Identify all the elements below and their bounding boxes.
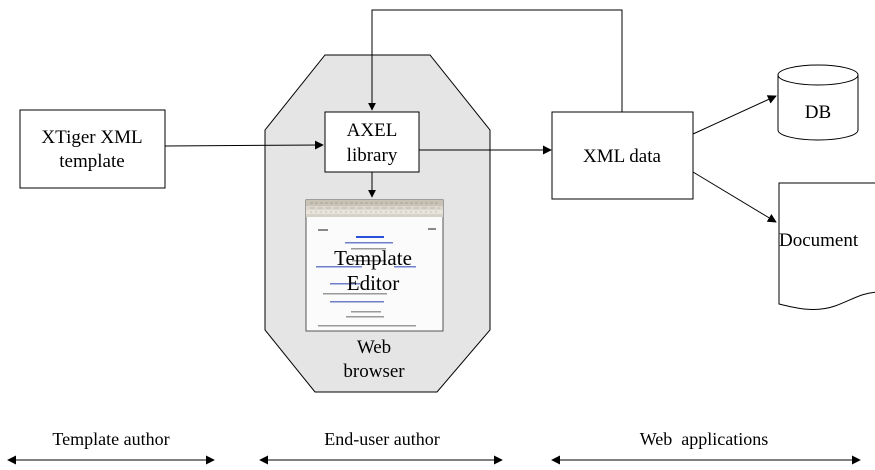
role-web-applications: Web applications (640, 429, 769, 449)
feedback-connector (368, 9, 623, 112)
xml-data-label: XML data (583, 146, 661, 167)
xtiger-label-line1: XTiger XML (41, 127, 142, 148)
role-template-author: Template author (52, 429, 169, 449)
db-label: DB (805, 102, 831, 123)
editor-label-line2: Editor (347, 271, 400, 295)
xtiger-to-axel-arrow (164, 140, 324, 150)
document-label: Document (779, 230, 859, 251)
editor-label-line1: Template (334, 246, 412, 270)
browser-label-line1: Web (357, 337, 391, 358)
axel-library-box (324, 111, 420, 173)
axel-label-line1: AXEL (347, 120, 398, 141)
xml-data-box (551, 111, 694, 200)
xmldata-to-document-arrow (692, 171, 777, 223)
xtiger-label-line2: template (59, 151, 124, 172)
browser-label-line2: browser (343, 361, 405, 382)
xtiger-template-box (19, 109, 166, 189)
xmldata-to-db-arrow (692, 95, 777, 135)
axel-label-line2: library (347, 145, 398, 166)
template-editor-screenshot (305, 199, 444, 332)
db-cylinder (777, 64, 859, 141)
role-enduser-author: End-user author (324, 429, 439, 449)
